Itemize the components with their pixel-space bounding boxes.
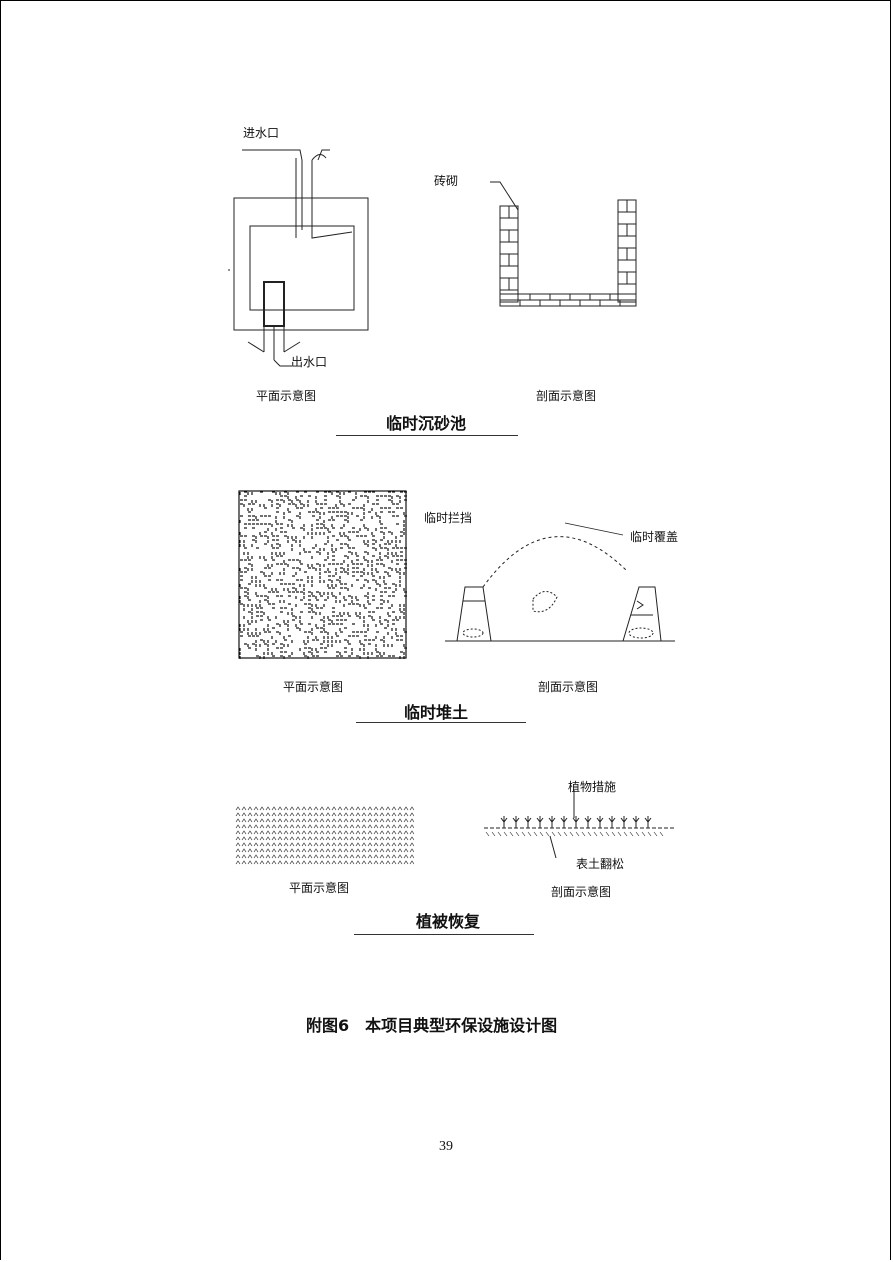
sedimentation-plan-label: 平面示意图 [256,389,317,403]
sedimentation-section-drawing [490,181,637,307]
stockpile-section-drawing [445,522,675,642]
vegetation-caption-underline [354,934,534,935]
sedimentation-plan-drawing [228,149,369,367]
cover-label: 临时覆盖 [630,530,679,544]
outlet-label: 出水口 [291,355,328,369]
stockpile-caption: 临时堆土 [404,703,469,722]
plant-measure-label: 植物措施 [568,780,617,794]
vegetation-plan-drawing [235,806,414,865]
vegetation-section-drawing [484,790,674,859]
sedimentation-section-label: 剖面示意图 [536,389,597,403]
vegetation-section-label: 剖面示意图 [551,885,612,899]
vegetation-plan-label: 平面示意图 [289,881,350,895]
topsoil-label: 表土翻松 [576,857,625,871]
figure-title: 附图6 本项目典型环保设施设计图 [306,1016,558,1035]
inlet-label: 进水口 [243,126,280,140]
vegetation-caption: 植被恢复 [416,912,481,931]
sedimentation-caption-underline [336,435,518,436]
stockpile-section-label: 剖面示意图 [538,680,599,694]
brick-label: 砖砌 [434,174,459,188]
sedimentation-caption: 临时沉砂池 [386,414,467,433]
page-number: 39 [439,1139,453,1154]
stockpile-plan-label: 平面示意图 [283,680,344,694]
stockpile-caption-underline [356,722,526,723]
retaining-label: 临时拦挡 [424,511,473,525]
stockpile-plan-drawing [238,490,407,659]
